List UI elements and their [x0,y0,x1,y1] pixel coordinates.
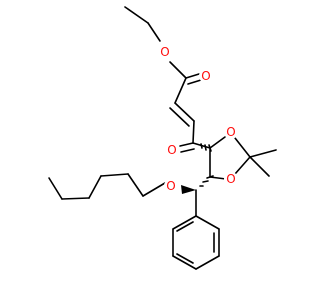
atom-o-ring-upper: O [224,125,238,139]
hashed-bond-c4-ketone [200,143,212,152]
bond-gem-methyl-1 [249,149,277,158]
bond-alkoxy-o-carbonyl-c [169,61,187,79]
svg-text:O: O [167,143,176,157]
bond-gem-methyl-2 [249,156,270,177]
bond-alkene-double-b [169,107,190,127]
bond-ring-o1-c2 [234,137,251,158]
bond-ring-c4-o1 [209,136,226,149]
atom-o-ring-lower: O [224,172,238,186]
bond-hexyl-c4-c5 [61,197,90,200]
bond-hexyl-c1-c2 [127,173,144,197]
molecule-drawing: O O O O O O [48,6,277,270]
bond-carbonyl-double-a [185,73,200,79]
bond-hexyl-c3-c4 [88,175,102,199]
atom-o-ketone: O [165,143,179,157]
bond-ethyl-ch2 [147,22,161,42]
bond-ketone-double-a [179,142,194,147]
bond-ethyl-ch3 [124,6,149,24]
bond-carbonyl-double-b [187,79,202,85]
wedge-bond-benzylic-ether [181,185,196,194]
bond-beta-ketone-c [192,120,195,144]
bond-alkene-double-a [174,102,195,122]
bond-ketone-double-b [180,148,195,153]
bond-hexyl-c5-c6 [48,177,63,200]
hashed-bond-c5-benzylic [199,175,214,187]
structure-canvas: O O O O O O [48,6,277,270]
svg-text:O: O [226,172,235,186]
bond-ether-hexyl-c1 [142,182,166,197]
bond-ester-c-alpha [174,77,187,104]
atom-o-ester-carbonyl: O [199,69,213,83]
svg-text:O: O [166,179,175,193]
bond-ring-c2-o3 [234,156,251,175]
svg-text:O: O [160,45,169,59]
phenyl-ring [172,215,220,270]
bond-hexyl-c2-c3 [100,173,129,177]
svg-text:O: O [226,125,235,139]
atom-o-ester-alkoxy: O [158,45,172,59]
bond-ring-o3-c5 [209,176,227,180]
atom-o-ether: O [164,179,178,193]
svg-text:O: O [201,69,210,83]
